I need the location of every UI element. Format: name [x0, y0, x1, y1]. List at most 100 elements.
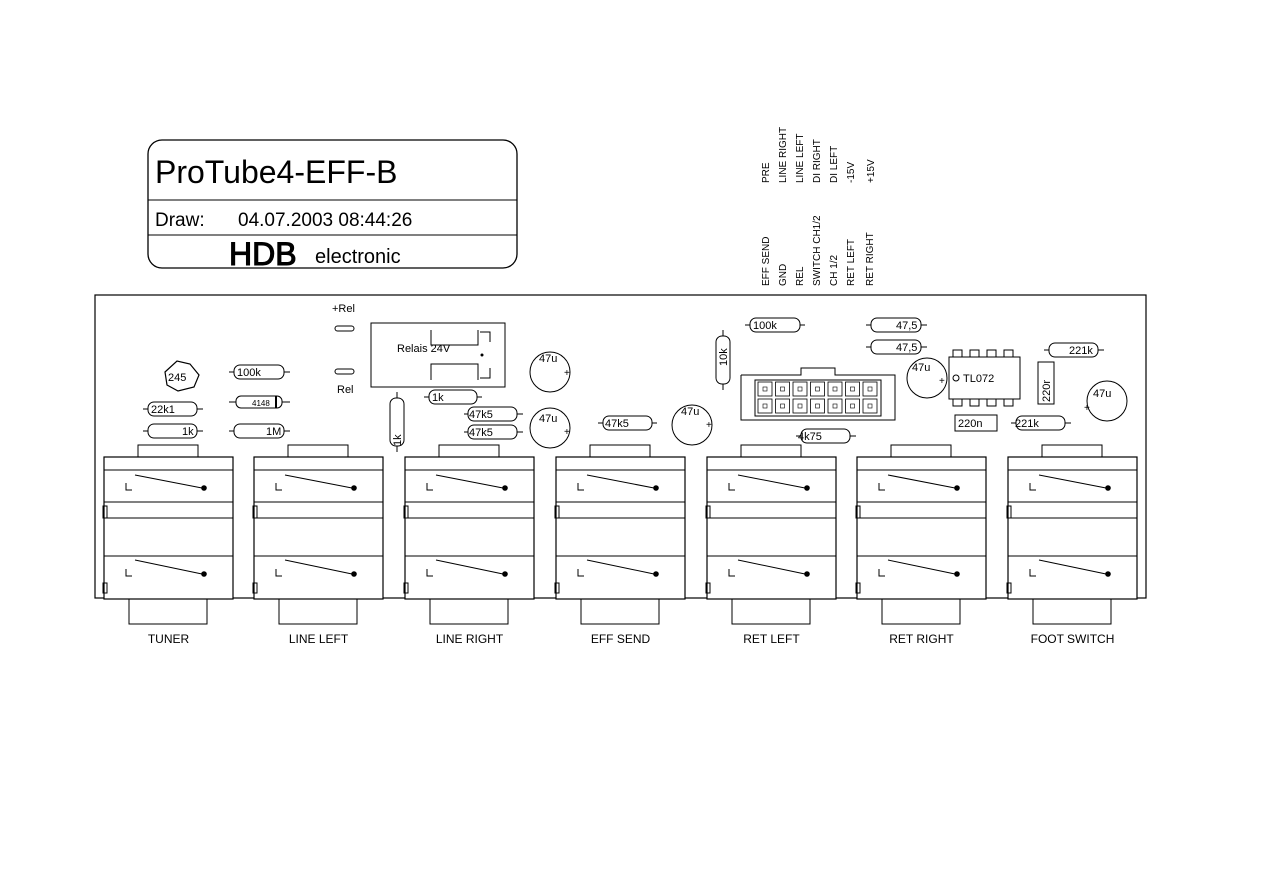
svg-text:4148: 4148	[252, 399, 270, 408]
svg-text:TL072: TL072	[963, 373, 994, 385]
pin-label-ret-right: RET RIGHT	[865, 232, 876, 286]
relay-minus-label: Rel	[337, 384, 354, 396]
jack-body	[253, 456, 384, 600]
resistor-47k5-a: 47k5	[464, 406, 523, 422]
svg-text:47k5: 47k5	[605, 418, 629, 430]
resistor-47-5-b: 47,5	[866, 339, 927, 355]
header-pin	[827, 381, 843, 397]
pin-label-plus-15v: +15V	[866, 159, 877, 183]
header-pin	[862, 398, 878, 414]
diode-4148: 4148	[229, 395, 290, 409]
resistor-47k5-b: 47k5	[464, 424, 523, 440]
svg-text:100k: 100k	[237, 367, 261, 379]
jack-row: TUNER LINE LEFT LINE RIGHT EFF SEND RET LEFT…	[102, 444, 1138, 646]
svg-text:47u: 47u	[539, 353, 557, 365]
svg-text:47u: 47u	[681, 406, 699, 418]
pin-label-ch12: CH 1/2	[829, 254, 840, 286]
resistor-100k-mid: 100k	[745, 317, 805, 333]
jack-tuner: TUNER	[102, 444, 234, 646]
resistor-47k5-c: 47k5	[598, 415, 657, 431]
svg-text:245: 245	[168, 372, 186, 384]
resistor-1k-left: 1k	[143, 423, 203, 439]
capacitor-47u-a: 47u +	[529, 351, 571, 393]
capacitor-47u-c: 47u +	[671, 404, 713, 446]
ic-tl072: TL072	[948, 349, 1021, 407]
jack-ret-left: RET LEFT	[705, 444, 837, 646]
relay-name: Relais 24V	[397, 343, 451, 355]
svg-text:+: +	[939, 376, 945, 387]
jack-line-left: LINE LEFT	[252, 444, 384, 646]
jack-body	[404, 456, 535, 600]
svg-text:1M: 1M	[266, 426, 281, 438]
capacitor-220n: 220n	[954, 414, 998, 432]
pin-label-gnd: GND	[778, 264, 789, 286]
pin-label-minus-15v: -15V	[846, 162, 857, 183]
header-pin	[810, 381, 825, 397]
pin-header-connector	[740, 367, 896, 421]
pin-label-ret-left: RET LEFT	[846, 239, 857, 286]
jack-label: EFF SEND	[591, 632, 651, 646]
header-pin	[775, 398, 790, 414]
resistor-47-5-a: 47,5	[866, 317, 927, 333]
jack-body	[856, 456, 987, 600]
svg-text:+: +	[706, 420, 712, 431]
relay-plus-label: +Rel	[332, 303, 355, 315]
svg-text:+: +	[564, 368, 570, 379]
jack-body	[103, 456, 234, 600]
svg-text:47,5: 47,5	[896, 342, 917, 354]
svg-text:22k1: 22k1	[151, 404, 175, 416]
svg-text:220n: 220n	[958, 418, 982, 430]
draw-label: Draw:	[155, 210, 205, 231]
capacitor-47u-d: 47u +	[906, 357, 948, 399]
jack-label: LINE LEFT	[289, 632, 349, 646]
components: 100k 4148 22k1 1k 1M	[143, 317, 1128, 452]
jack-ret-right: RET RIGHT	[855, 444, 987, 646]
jack-eff-send: EFF SEND	[554, 444, 686, 646]
jack-label: LINE RIGHT	[436, 632, 504, 646]
jack-label: RET LEFT	[743, 632, 800, 646]
relay-plus-pad	[334, 325, 355, 332]
svg-text:+: +	[564, 427, 570, 438]
svg-text:47k5: 47k5	[469, 427, 493, 439]
pin-label-di-right: DI RIGHT	[812, 139, 823, 183]
svg-text:1k: 1k	[182, 426, 194, 438]
resistor-221k-b: 221k	[1011, 415, 1071, 431]
draw-date: 04.07.2003 08:44:26	[238, 210, 412, 231]
svg-text:47,5: 47,5	[896, 320, 917, 332]
pin-label-di-left: DI LEFT	[829, 146, 840, 183]
resistor-221k-a: 221k	[1044, 342, 1104, 358]
pin-label-line-left: LINE LEFT	[795, 134, 806, 183]
pin-label-rel: REL	[795, 266, 806, 286]
svg-text:1k: 1k	[392, 434, 404, 446]
svg-text:221k: 221k	[1015, 418, 1039, 430]
svg-text:4k75: 4k75	[798, 431, 822, 443]
connector-labels: PRE LINE RIGHT LINE LEFT DI RIGHT DI LEF…	[761, 127, 877, 286]
header-pin	[792, 381, 808, 397]
header-pin	[775, 381, 790, 397]
resistor-100k-left: 100k	[229, 364, 290, 380]
relay-minus-pad	[334, 368, 355, 375]
jack-foot-switch: FOOT SWITCH	[1006, 444, 1138, 646]
capacitor-47u-e: 47u +	[1084, 380, 1128, 422]
jack-body	[706, 456, 837, 600]
capacitor-47u-b: 47u +	[529, 407, 571, 449]
company-name: electronic	[315, 246, 401, 268]
svg-text:+: +	[1084, 403, 1090, 414]
resistor-1k-vertical: 1k	[389, 392, 405, 452]
jack-body	[555, 456, 686, 600]
title-block: ProTube4-EFF-B Draw: 04.07.2003 08:44:26…	[147, 139, 518, 273]
header-pin	[845, 398, 860, 414]
pin-label-eff-send: EFF SEND	[761, 237, 772, 286]
company-logo: HDB	[229, 236, 297, 272]
pin-label-pre: PRE	[761, 162, 772, 183]
resistor-1k-mid: 1k	[424, 389, 482, 405]
relay: +Rel Rel Relais 24V	[332, 303, 506, 396]
svg-text:220r: 220r	[1041, 380, 1053, 402]
jack-body	[1007, 456, 1138, 600]
header-pin	[810, 398, 825, 414]
svg-text:1k: 1k	[432, 392, 444, 404]
resistor-220r: 220r	[1037, 361, 1055, 405]
drawing-title: ProTube4-EFF-B	[155, 154, 397, 190]
svg-text:47u: 47u	[1093, 388, 1111, 400]
